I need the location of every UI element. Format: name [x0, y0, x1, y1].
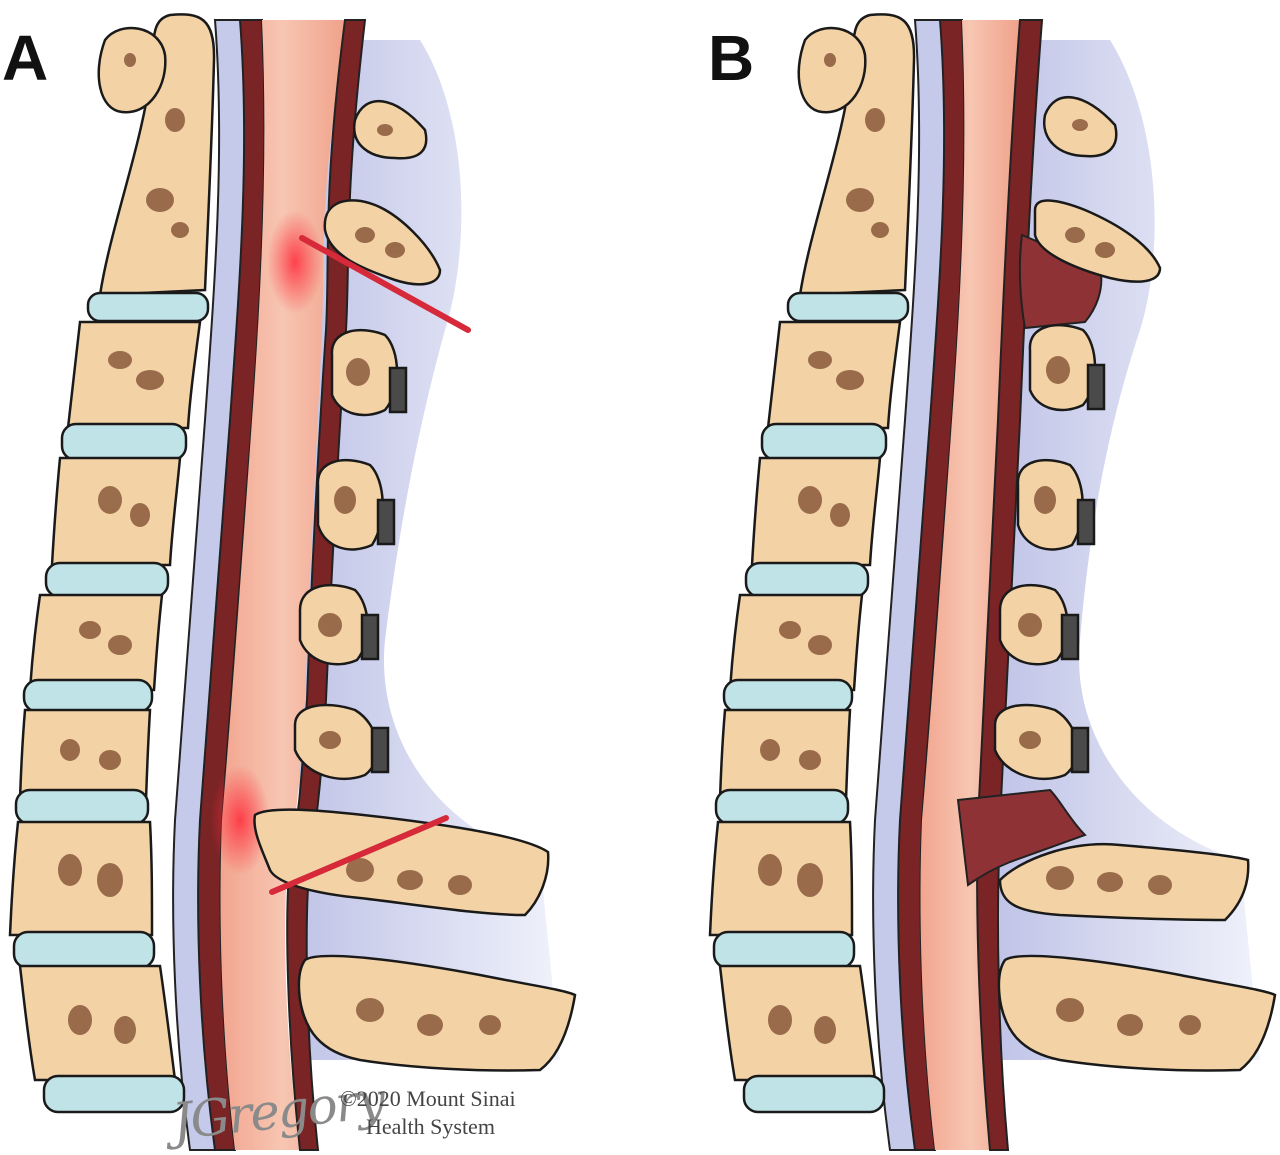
disc-c5-c6	[22, 678, 154, 714]
disc-c2-c3-b	[786, 291, 910, 323]
vertebral-body-c5-b	[728, 593, 864, 692]
spinous-process-c7-b	[998, 843, 1250, 922]
vertebral-body-c3	[66, 320, 202, 430]
disc-c4-c5	[44, 561, 170, 599]
plate-c5	[360, 613, 380, 661]
copyright-line-1: ©2020 Mount Sinai	[340, 1086, 516, 1111]
panel-b	[708, 13, 1277, 1151]
plate-c5-b	[1060, 613, 1080, 661]
plate-c4-b	[1076, 498, 1096, 546]
atlas-anterior-arch-b	[797, 26, 867, 114]
disc-t1-t2	[42, 1074, 186, 1114]
atlas-anterior-arch	[97, 26, 167, 114]
lamina-c2	[323, 199, 442, 286]
laminoplasty-gap-upper	[1018, 233, 1103, 330]
panel-label-a: A	[2, 22, 49, 94]
disc-c6-c7-b	[714, 788, 850, 826]
plate-c4	[376, 498, 396, 546]
vertebral-bodies-a	[8, 13, 216, 1114]
vertebral-body-c7-b	[708, 820, 854, 937]
copyright-credit: ©2020 Mount Sinai Health System	[340, 1085, 560, 1140]
posterior-ligament	[295, 40, 560, 1060]
vertebral-body-c6-b	[718, 708, 852, 802]
vertebral-body-t1	[18, 964, 177, 1082]
vertebral-bodies-b	[708, 13, 916, 1114]
spinous-process-t1	[297, 954, 577, 1072]
bone-texture-b	[758, 53, 889, 1044]
panel-label-b: B	[708, 22, 755, 94]
vertebral-body-t1-b	[718, 964, 877, 1082]
plate-c3-b	[1086, 363, 1106, 411]
cut-line-upper	[299, 235, 471, 333]
disc-c5-c6-b	[722, 678, 854, 714]
plate-c6-b	[1070, 726, 1090, 774]
spinal-cord-b	[920, 20, 1020, 1150]
posterior-texture-a	[318, 124, 501, 1036]
posterior-elements-a	[253, 99, 577, 1072]
disc-c4-c5-b	[744, 561, 870, 599]
lamina-c2-b	[1033, 199, 1162, 283]
disc-c7-t1	[12, 930, 156, 970]
panel-a	[8, 13, 577, 1151]
disc-c7-t1-b	[712, 930, 856, 970]
plate-c6	[370, 726, 390, 774]
vertebral-body-c7	[8, 820, 154, 937]
disc-c6-c7	[14, 788, 150, 826]
cut-line-lower	[269, 815, 449, 895]
disc-c3-c4-b	[760, 422, 888, 462]
vertebral-body-c5	[28, 593, 164, 692]
plate-c3	[388, 366, 408, 414]
vertebral-body-c6	[18, 708, 152, 802]
disc-c3-c4	[60, 422, 188, 462]
posterior-elements-b	[993, 95, 1277, 1072]
disc-c2-c3	[86, 291, 210, 323]
bone-texture-a	[58, 53, 189, 1044]
compression-glow-lower	[210, 765, 270, 875]
disc-t1-t2-b	[742, 1074, 886, 1114]
laminoplasty-gap-lower	[956, 788, 1087, 887]
vertebral-body-c3-b	[766, 320, 902, 430]
spinous-process-t1-b	[997, 954, 1277, 1072]
spinous-process-c7	[253, 808, 550, 917]
compression-glow-upper	[267, 210, 323, 314]
posterior-texture-b	[1018, 119, 1201, 1036]
copyright-line-2: Health System	[366, 1113, 495, 1139]
